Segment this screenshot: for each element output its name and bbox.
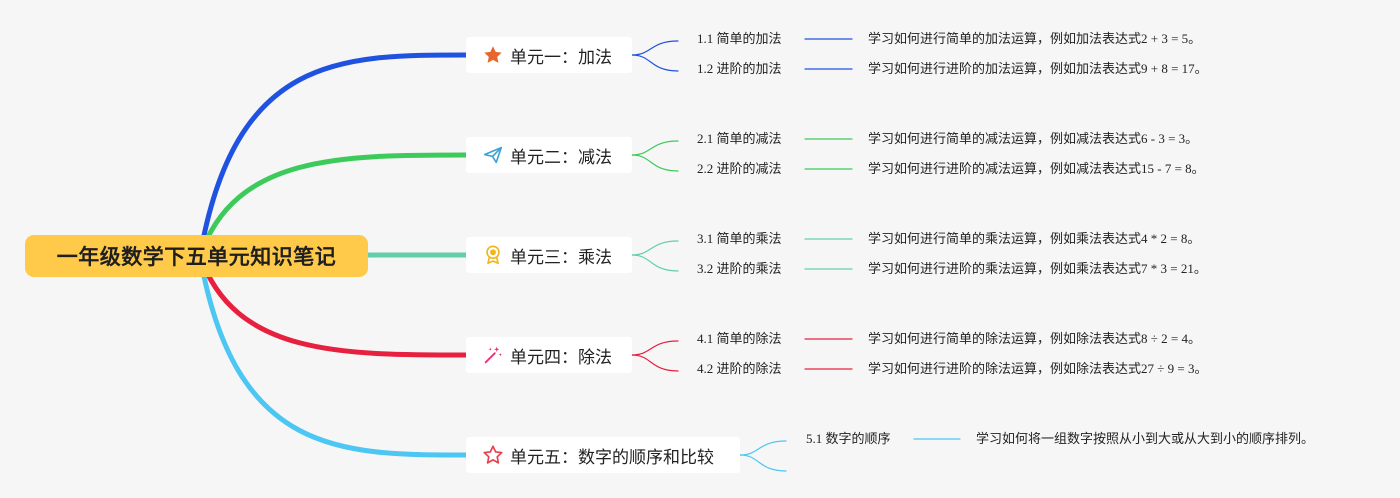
subtopic-1-2[interactable]: 1.2 进阶的加法: [697, 61, 782, 76]
branch-connector-1-1: [631, 40, 679, 56]
subtopic-description-3-2[interactable]: 学习如何进行进阶的乘法运算，例如乘法表达式7 * 3 = 21。: [868, 261, 1207, 276]
subtopic-description-1-2[interactable]: 学习如何进行进阶的加法运算，例如加法表达式9 + 8 = 17。: [868, 61, 1208, 76]
branch-connector-4-2: [631, 354, 679, 372]
subtopic-description-4-1[interactable]: 学习如何进行简单的除法运算，例如除法表达式8 ÷ 2 = 4。: [868, 331, 1201, 346]
unit-node-4[interactable]: 单元四：除法: [466, 337, 632, 373]
star-filled-icon: [482, 44, 504, 66]
root-topic[interactable]: 一年级数学下五单元知识笔记: [25, 235, 368, 277]
branch-connector-3-1: [631, 240, 679, 256]
branch-connector-1-2: [631, 54, 679, 72]
subtopic-2-1[interactable]: 2.1 简单的减法: [697, 131, 782, 146]
subtopic-description-1-1[interactable]: 学习如何进行简单的加法运算，例如加法表达式2 + 3 = 5。: [868, 31, 1202, 46]
subtopic-1-1[interactable]: 1.1 简单的加法: [697, 31, 782, 46]
trunk-connector-1: [197, 52, 469, 259]
trunk-connector-2: [197, 152, 469, 259]
unit-node-3[interactable]: 单元三：乘法: [466, 237, 632, 273]
root-topic-title: 一年级数学下五单元知识笔记: [56, 245, 337, 269]
subtopic-description-5-1[interactable]: 学习如何将一组数字按照从小到大或从大到小的顺序排列。: [976, 431, 1315, 446]
unit-title: 单元三：乘法: [510, 247, 612, 268]
unit-title: 单元二：减法: [510, 147, 612, 168]
subtopic-description-3-1[interactable]: 学习如何进行简单的乘法运算，例如乘法表达式4 * 2 = 8。: [868, 231, 1201, 246]
subtopic-description-2-2[interactable]: 学习如何进行进阶的减法运算，例如减法表达式15 - 7 = 8。: [868, 161, 1205, 176]
subtopic-2-2[interactable]: 2.2 进阶的减法: [697, 161, 782, 176]
star-outline-icon: [482, 444, 504, 466]
paper-plane-icon: [482, 144, 504, 166]
unit-title: 单元五：数字的顺序和比较: [510, 447, 714, 468]
unit-node-2[interactable]: 单元二：减法: [466, 137, 632, 173]
subtopic-description-4-2[interactable]: 学习如何进行进阶的除法运算，例如除法表达式27 ÷ 9 = 3。: [868, 361, 1208, 376]
award-medal-icon: [482, 244, 504, 266]
trunk-connector-5: [197, 253, 469, 458]
branch-connector-4-1: [631, 340, 679, 356]
branch-connector-5-2: [739, 454, 787, 472]
subtopic-5-1[interactable]: 5.1 数字的顺序: [806, 431, 891, 446]
subtopic-3-1[interactable]: 3.1 简单的乘法: [697, 231, 782, 246]
branch-connector-3-2: [631, 254, 679, 272]
branch-connector-5-1: [739, 440, 787, 456]
unit-title: 单元四：除法: [510, 347, 612, 368]
subtopic-4-1[interactable]: 4.1 简单的除法: [697, 331, 782, 346]
branch-connector-2-1: [631, 140, 679, 156]
unit-node-5[interactable]: 单元五：数字的顺序和比较: [466, 437, 740, 473]
trunk-connector-4: [197, 253, 469, 358]
magic-wand-icon: [482, 344, 504, 366]
subtopic-4-2[interactable]: 4.2 进阶的除法: [697, 361, 782, 376]
unit-title: 单元一：加法: [510, 47, 612, 68]
subtopic-description-2-1[interactable]: 学习如何进行简单的减法运算，例如减法表达式6 - 3 = 3。: [868, 131, 1199, 146]
unit-node-1[interactable]: 单元一：加法: [466, 37, 632, 73]
branch-connector-2-2: [631, 154, 679, 172]
subtopic-3-2[interactable]: 3.2 进阶的乘法: [697, 261, 782, 276]
